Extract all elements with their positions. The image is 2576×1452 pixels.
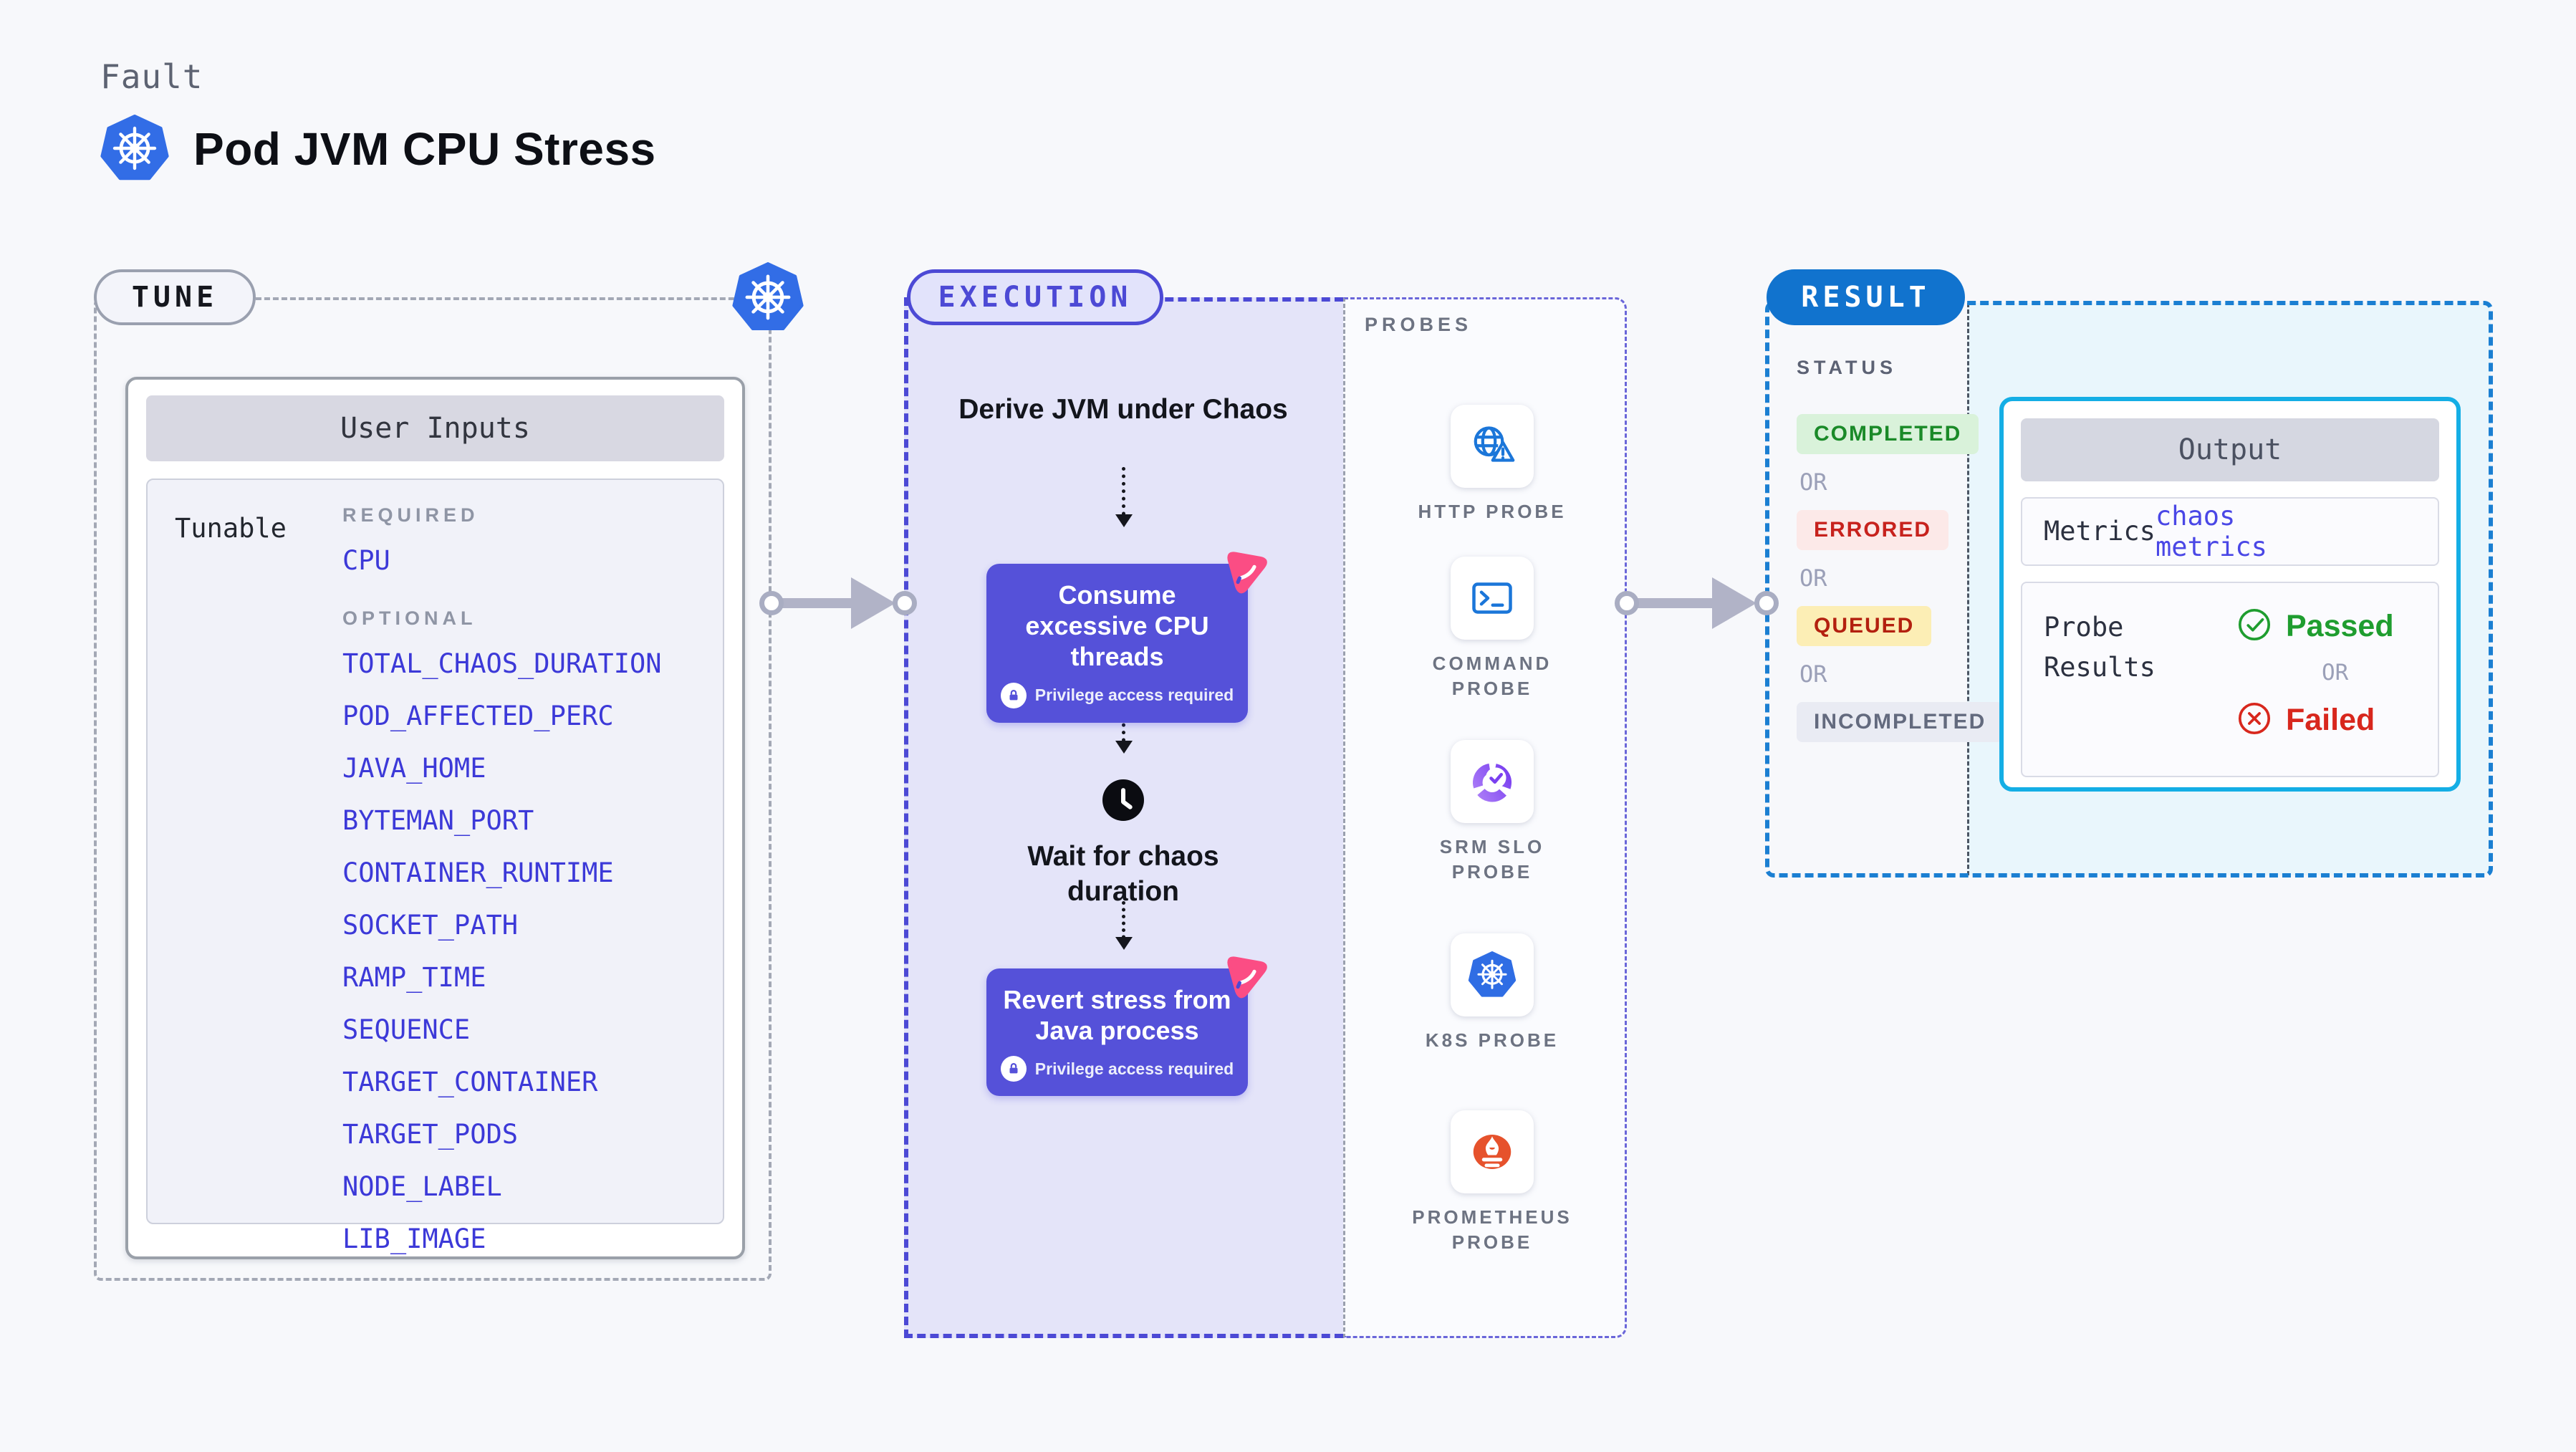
step-consume-cpu-label: Consume excessive CPU threads [1025,580,1209,672]
probe-label: HTTP PROBE [1418,501,1567,522]
variable-link-target-pods[interactable]: TARGET_PODS [342,1119,519,1150]
kubernetes-icon [100,115,169,183]
execution-badge: EXECUTION [907,269,1163,325]
step-consume-cpu-box: Consume excessive CPU threads Privilege … [986,564,1248,723]
probe-label: COMMAND PROBE [1432,653,1552,700]
tune-badge: TUNE [94,269,256,325]
result-section-box [1765,301,2493,878]
variable-link-java-home[interactable]: JAVA_HOME [342,753,486,784]
tunable-label: Tunable [175,513,287,544]
status-badge-queued: QUEUED [1797,606,1932,646]
down-arrow-icon [1115,901,1133,950]
output-card: Output Metrics chaos metrics Probe Resul… [1999,397,2461,792]
prometheus-flame-icon [1451,1110,1534,1193]
or-separator: OR [1799,468,1827,496]
probe-label: K8S PROBE [1425,1029,1559,1051]
user-inputs-header: User Inputs [146,395,724,461]
chaos-litmus-icon [1216,948,1271,1002]
privilege-note: Privilege access required [996,682,1238,708]
variable-link-lib-image[interactable]: LIB_IMAGE [342,1223,486,1254]
status-badge-completed: COMPLETED [1797,414,1979,454]
status-badge-errored: ERRORED [1797,510,1949,550]
variable-link-ramp-time[interactable]: RAMP_TIME [342,962,486,993]
probe-label: SRM SLO PROBE [1439,836,1545,883]
x-circle-icon [2237,701,2272,739]
slo-gauge-icon [1451,740,1534,823]
variable-link-total-chaos-duration[interactable]: TOTAL_CHAOS_DURATION [342,648,662,679]
privilege-note-label: Privilege access required [1034,686,1234,705]
or-separator: OR [1799,660,1827,688]
or-separator: OR [1799,564,1827,592]
connector-dot [893,591,917,615]
privilege-note: Privilege access required [996,1056,1238,1082]
connector-dot [1754,591,1779,615]
passed-label: Passed [2286,609,2394,643]
variable-link-pod-affected-perc[interactable]: POD_AFFECTED_PERC [342,701,614,731]
probe-item-k8s: K8S PROBE [1399,933,1585,1053]
chaos-litmus-icon [1216,543,1271,597]
variable-link-node-label[interactable]: NODE_LABEL [342,1171,502,1202]
arrowhead-icon [851,577,895,629]
lock-icon [1000,1056,1027,1082]
globe-warning-icon [1451,405,1534,488]
page-title-row: Pod JVM CPU Stress [100,115,656,183]
variable-link-target-container[interactable]: TARGET_CONTAINER [342,1067,598,1097]
terminal-icon [1451,557,1534,640]
metrics-row: Metrics chaos metrics [2021,497,2439,566]
variable-link-sequence[interactable]: SEQUENCE [342,1014,471,1045]
arrowhead-icon [1712,577,1756,629]
privilege-note-label: Privilege access required [1034,1059,1234,1078]
probe-item-command: COMMAND PROBE [1399,557,1585,701]
optional-section-label: OPTIONAL [342,607,477,629]
variable-link-byteman-port[interactable]: BYTEMAN_PORT [342,805,534,836]
probe-results-label: Probe Results [2044,612,2156,683]
probes-label: PROBES [1365,314,1473,335]
probe-results-row: Probe Results Passed OR [2021,582,2439,777]
step-revert-stress-label: Revert stress from Java process [1003,985,1231,1046]
metrics-label: Metrics [2044,516,2156,547]
connector-dot [1615,591,1639,615]
step-revert-stress-box: Revert stress from Java process Privileg… [986,968,1248,1097]
step-wait-duration: Wait for chaos duration [1027,841,1219,907]
or-separator: OR [2322,660,2349,686]
variable-link-cpu[interactable]: CPU [342,545,390,576]
clock-icon [1102,779,1144,821]
connector-dot [759,591,784,615]
down-arrow-icon [1115,467,1133,527]
status-list: COMPLETED OR ERRORED OR QUEUED OR INCOMP… [1797,414,2004,742]
check-circle-icon [2237,607,2272,645]
page-title: Pod JVM CPU Stress [193,123,656,175]
probe-item-http: HTTP PROBE [1399,405,1585,524]
probe-results-values: Passed OR Failed [2237,607,2394,739]
required-section-label: REQUIRED [342,504,479,526]
variable-link-socket-path[interactable]: SOCKET_PATH [342,910,519,941]
probe-item-prometheus: PROMETHEUS PROBE [1399,1110,1585,1255]
variable-list: REQUIRED CPU OPTIONAL TOTAL_CHAOS_DURATI… [342,504,662,1254]
tune-section-box [94,297,772,1281]
result-badge: RESULT [1767,269,1965,325]
probe-label: PROMETHEUS PROBE [1412,1206,1572,1254]
lock-icon [1000,682,1027,708]
chaos-metrics-link[interactable]: chaos metrics [2155,501,2267,562]
kubernetes-icon [732,262,804,334]
status-label: STATUS [1797,357,1897,378]
output-header: Output [2021,418,2439,481]
user-inputs-card: User Inputs Tunable REQUIRED CPU OPTIONA… [125,377,745,1259]
failed-label: Failed [2286,703,2375,737]
passed-row: Passed [2237,607,2394,645]
tunable-panel: Tunable REQUIRED CPU OPTIONAL TOTAL_CHAO… [146,479,724,1254]
kubernetes-icon [1451,933,1534,1016]
probe-item-srm-slo: SRM SLO PROBE [1399,740,1585,885]
variable-link-container-runtime[interactable]: CONTAINER_RUNTIME [342,857,614,888]
step-derive-jvm: Derive JVM under Chaos [958,394,1288,425]
fault-kicker: Fault [100,57,203,96]
failed-row: Failed [2237,701,2394,739]
status-badge-incompleted: INCOMPLETED [1797,702,2004,742]
